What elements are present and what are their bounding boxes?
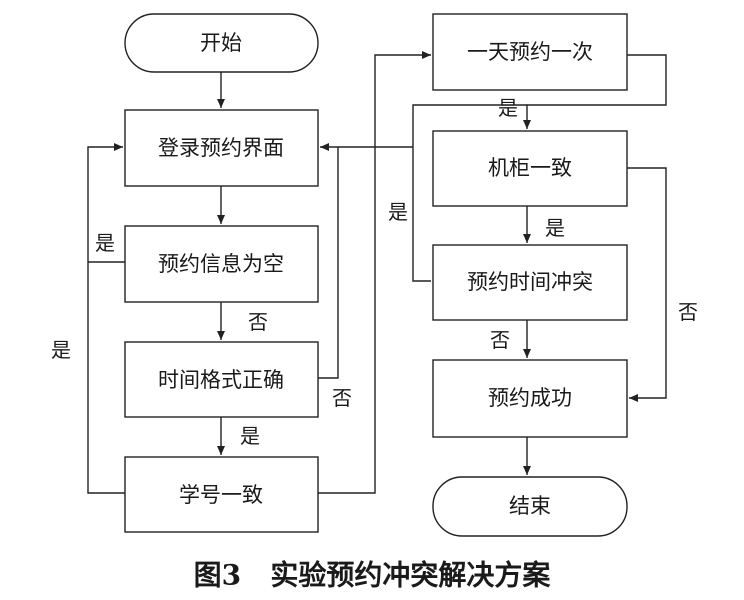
node-info-empty: 预约信息为空 — [158, 252, 284, 276]
edge-label-cabinet-no: 否 — [678, 300, 698, 324]
figure-caption: 图3 实验预约冲突解决方案 — [194, 559, 552, 592]
node-login-shape — [124, 109, 319, 187]
node-success: 预约成功 — [488, 386, 572, 410]
node-end: 结束 — [509, 494, 551, 518]
edge-time-no-back — [318, 147, 339, 379]
node-cabinet: 机柜一致 — [488, 156, 572, 180]
node-end-shape — [432, 476, 628, 537]
edge-label-cabinet-yes: 是 — [545, 216, 565, 240]
node-student-id-shape — [124, 456, 319, 533]
edge-label-conflict-no: 否 — [490, 328, 510, 352]
edge-label-conflict-yes: 是 — [388, 200, 408, 224]
edge-cabinet-no-success — [627, 167, 667, 402]
edge-conflict-yes-back — [412, 104, 527, 282]
edge-loop-back-yes — [87, 143, 125, 494]
node-student-id: 学号一致 — [179, 483, 263, 507]
node-info-empty-shape — [124, 225, 319, 303]
edge-student-to-once — [318, 51, 431, 494]
edge-label-info-yes: 是 — [95, 231, 115, 255]
node-once-a-day: 一天预约一次 — [467, 40, 593, 64]
edge-label-info-no: 否 — [248, 310, 268, 334]
node-success-shape — [432, 359, 628, 438]
node-time-format-shape — [124, 341, 319, 418]
node-cabinet-shape — [432, 130, 628, 207]
node-start: 开始 — [200, 31, 242, 55]
node-time-conflict: 预约时间冲突 — [467, 270, 593, 294]
node-start-shape — [124, 13, 319, 73]
node-login: 登录预约界面 — [158, 136, 284, 160]
edge-label-time-no: 否 — [332, 386, 352, 410]
node-once-a-day-shape — [432, 13, 628, 91]
node-time-conflict-shape — [432, 244, 628, 321]
edge-label-loop-yes: 是 — [51, 338, 71, 362]
edge-label-time-yes: 是 — [240, 424, 260, 448]
edge-once-yes-cabinet — [523, 54, 667, 129]
node-time-format: 时间格式正确 — [158, 368, 284, 392]
edge-label-once-yes: 是 — [498, 96, 518, 120]
